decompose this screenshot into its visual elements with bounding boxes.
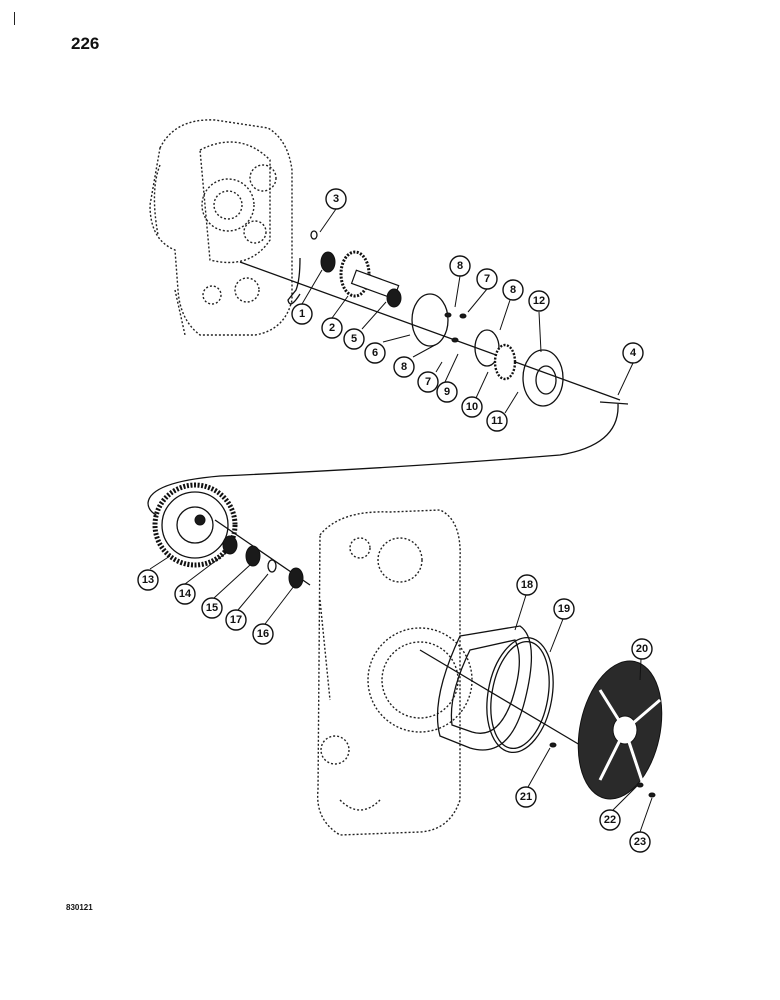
callout-label: 7 bbox=[484, 273, 490, 285]
callout-8b: 8 bbox=[502, 279, 524, 301]
callout-label: 10 bbox=[466, 401, 478, 413]
upper-housing-drawing bbox=[149, 119, 293, 336]
callout-21: 21 bbox=[515, 786, 537, 808]
callout-label: 11 bbox=[491, 415, 503, 427]
callout-10: 10 bbox=[461, 396, 483, 418]
figure-code: 830121 bbox=[66, 903, 93, 912]
callout-label: 17 bbox=[230, 614, 242, 626]
callout-label: 9 bbox=[444, 386, 450, 398]
callout-14: 14 bbox=[174, 583, 196, 605]
lower-housing-drawing bbox=[316, 509, 473, 836]
upper-parts-drawing bbox=[310, 230, 629, 407]
callout-18: 18 bbox=[516, 574, 538, 596]
callout-12: 12 bbox=[528, 290, 550, 312]
cover-assembly-drawing bbox=[419, 625, 663, 800]
callout-4: 4 bbox=[622, 342, 644, 364]
callout-8a: 8 bbox=[449, 255, 471, 277]
callout-7a: 7 bbox=[476, 268, 498, 290]
callout-label: 6 bbox=[372, 347, 378, 359]
page-number: 226 bbox=[71, 34, 100, 53]
lower-gear-drawing bbox=[152, 482, 311, 589]
callout-13: 13 bbox=[137, 569, 159, 591]
callout-label: 21 bbox=[520, 791, 532, 803]
callout-19: 19 bbox=[553, 598, 575, 620]
margin-tick bbox=[14, 12, 15, 25]
callout-label: 7 bbox=[425, 376, 431, 388]
callout-label: 2 bbox=[329, 322, 335, 334]
callout-20: 20 bbox=[631, 638, 653, 660]
callout-label: 16 bbox=[257, 628, 269, 640]
callout-15: 15 bbox=[201, 597, 223, 619]
callout-7b: 7 bbox=[417, 371, 439, 393]
callout-23: 23 bbox=[629, 831, 651, 853]
callout-label: 5 bbox=[351, 333, 357, 345]
callout-label: 23 bbox=[634, 836, 646, 848]
callout-3: 3 bbox=[325, 188, 347, 210]
callout-6: 6 bbox=[364, 342, 386, 364]
callout-label: 22 bbox=[604, 814, 616, 826]
callout-5: 5 bbox=[343, 328, 365, 350]
callout-label: 8 bbox=[457, 260, 463, 272]
callout-16: 16 bbox=[252, 623, 274, 645]
callout-2: 2 bbox=[321, 317, 343, 339]
assembly-connector-line bbox=[147, 403, 619, 521]
callout-label: 8 bbox=[401, 361, 407, 373]
callout-1: 1 bbox=[291, 303, 313, 325]
upper-shaft-axis bbox=[239, 261, 621, 401]
callout-label: 1 bbox=[299, 308, 305, 320]
callout-label: 18 bbox=[521, 579, 533, 591]
callout-22: 22 bbox=[599, 809, 621, 831]
callout-label: 19 bbox=[558, 603, 570, 615]
callout-label: 4 bbox=[630, 347, 637, 359]
callout-label: 8 bbox=[510, 284, 516, 296]
callout-9: 9 bbox=[436, 381, 458, 403]
callout-8c: 8 bbox=[393, 356, 415, 378]
callout-label: 20 bbox=[636, 643, 648, 655]
callout-17: 17 bbox=[225, 609, 247, 631]
callout-label: 12 bbox=[533, 295, 545, 307]
callout-label: 3 bbox=[333, 193, 339, 205]
leader-lines bbox=[149, 208, 653, 833]
callout-label: 15 bbox=[206, 602, 218, 614]
callout-11: 11 bbox=[486, 410, 508, 432]
callout-label: 13 bbox=[142, 574, 154, 586]
callout-label: 14 bbox=[179, 588, 192, 600]
